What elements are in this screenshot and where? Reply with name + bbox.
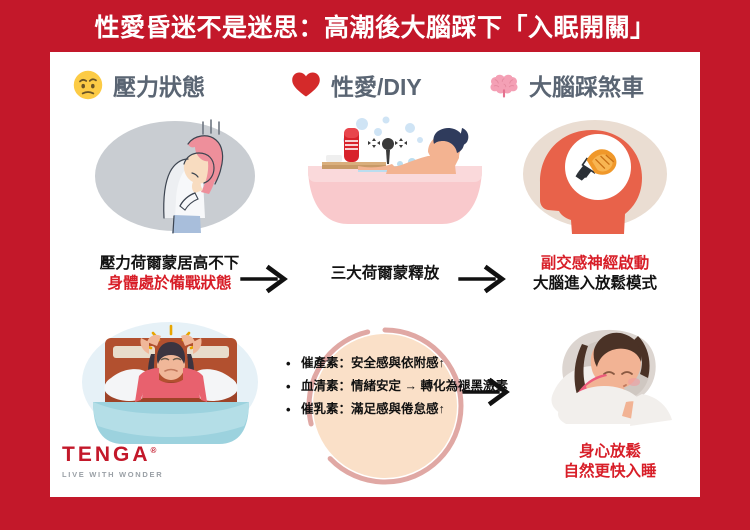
- list-item: 催產素：安全感與依附感↑: [286, 352, 576, 376]
- caption-line: 自然更快入睡: [563, 463, 657, 481]
- caption-line: 大腦進入放鬆模式: [532, 275, 657, 293]
- logo-word-text: TENGA: [62, 443, 151, 466]
- caption-line: 壓力荷爾蒙居高不下: [99, 255, 240, 272]
- column-header-sex: 性愛/DIY: [290, 68, 422, 102]
- bathtub-relaxation-illustration: [308, 116, 482, 224]
- caption-line: 副交感神經啟動: [540, 255, 650, 272]
- arrow-hormone-to-parasympathetic: [458, 264, 506, 294]
- column-header-label: 大腦踩煞車: [529, 74, 644, 100]
- tenga-logo: TENGA® LIVE WITH WONDER: [62, 444, 202, 479]
- title-bar: 性愛昏迷不是迷思：高潮後大腦踩下「入眠開關」: [0, 0, 750, 52]
- registered-trademark-icon: ®: [150, 446, 157, 455]
- content-panel: 壓力狀態 性愛/DIY 大腦踩煞車: [50, 52, 700, 497]
- list-item: 血清素：情緒安定 → 轉化為褪黑激素: [286, 375, 576, 399]
- brain-emoji: [490, 74, 518, 98]
- stressed-woman-illustration: [95, 119, 255, 234]
- list-item: 催乳素：滿足感與倦怠感↑: [286, 398, 576, 422]
- caption-line: 身體處於備戰狀態: [107, 275, 232, 293]
- insomnia-in-bed-illustration: [82, 322, 258, 444]
- caption-parasympathetic: 副交感神經啟動 大腦進入放鬆模式: [490, 254, 700, 295]
- hormone-bullet-list: 催產素：安全感與依附感↑ 血清素：情緒安定 → 轉化為褪黑激素 催乳素：滿足感與…: [286, 352, 576, 422]
- caption-line: 身心放鬆: [578, 443, 641, 460]
- caption-hormone-release: 三大荷爾蒙釋放: [290, 264, 480, 284]
- caption-line: 三大荷爾蒙釋放: [330, 265, 440, 282]
- arrow-stress-to-hormone: [240, 264, 288, 294]
- sad-face-emoji: [73, 70, 103, 100]
- logo-tagline: LIVE WITH WONDER: [62, 470, 164, 479]
- logo-wordmark: TENGA®: [62, 444, 156, 465]
- caption-relax: 身心放鬆 自然更快入睡: [520, 442, 700, 483]
- brain-brake-illustration: [523, 120, 667, 234]
- column-header-stress: 壓力狀態: [72, 68, 205, 102]
- column-header-brain: 大腦踩煞車: [488, 68, 644, 102]
- page-title: 性愛昏迷不是迷思：高潮後大腦踩下「入眠開關」: [94, 14, 656, 42]
- column-header-label: 性愛/DIY: [331, 74, 422, 100]
- column-header-label: 壓力狀態: [113, 74, 205, 100]
- caption-stress: 壓力荷爾蒙居高不下 身體處於備戰狀態: [62, 254, 277, 295]
- red-heart-emoji: [292, 72, 320, 97]
